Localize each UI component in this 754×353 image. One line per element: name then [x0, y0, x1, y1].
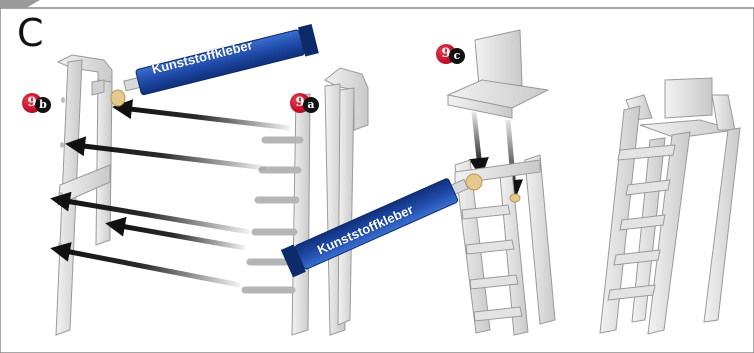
step-badge-9b: 9 b	[22, 93, 54, 113]
step-sub-letter: b	[35, 97, 51, 113]
step-sub-letter: a	[303, 97, 319, 113]
assembly-arrows-left	[60, 108, 290, 285]
glue-dot-left	[111, 90, 125, 106]
step-sub-letter: c	[449, 48, 465, 64]
step-badge-9c: 9 c	[436, 44, 468, 64]
panel-letter: C	[17, 14, 44, 52]
step-badge-9a: 9 a	[290, 93, 322, 113]
left-side-frame	[56, 55, 112, 335]
